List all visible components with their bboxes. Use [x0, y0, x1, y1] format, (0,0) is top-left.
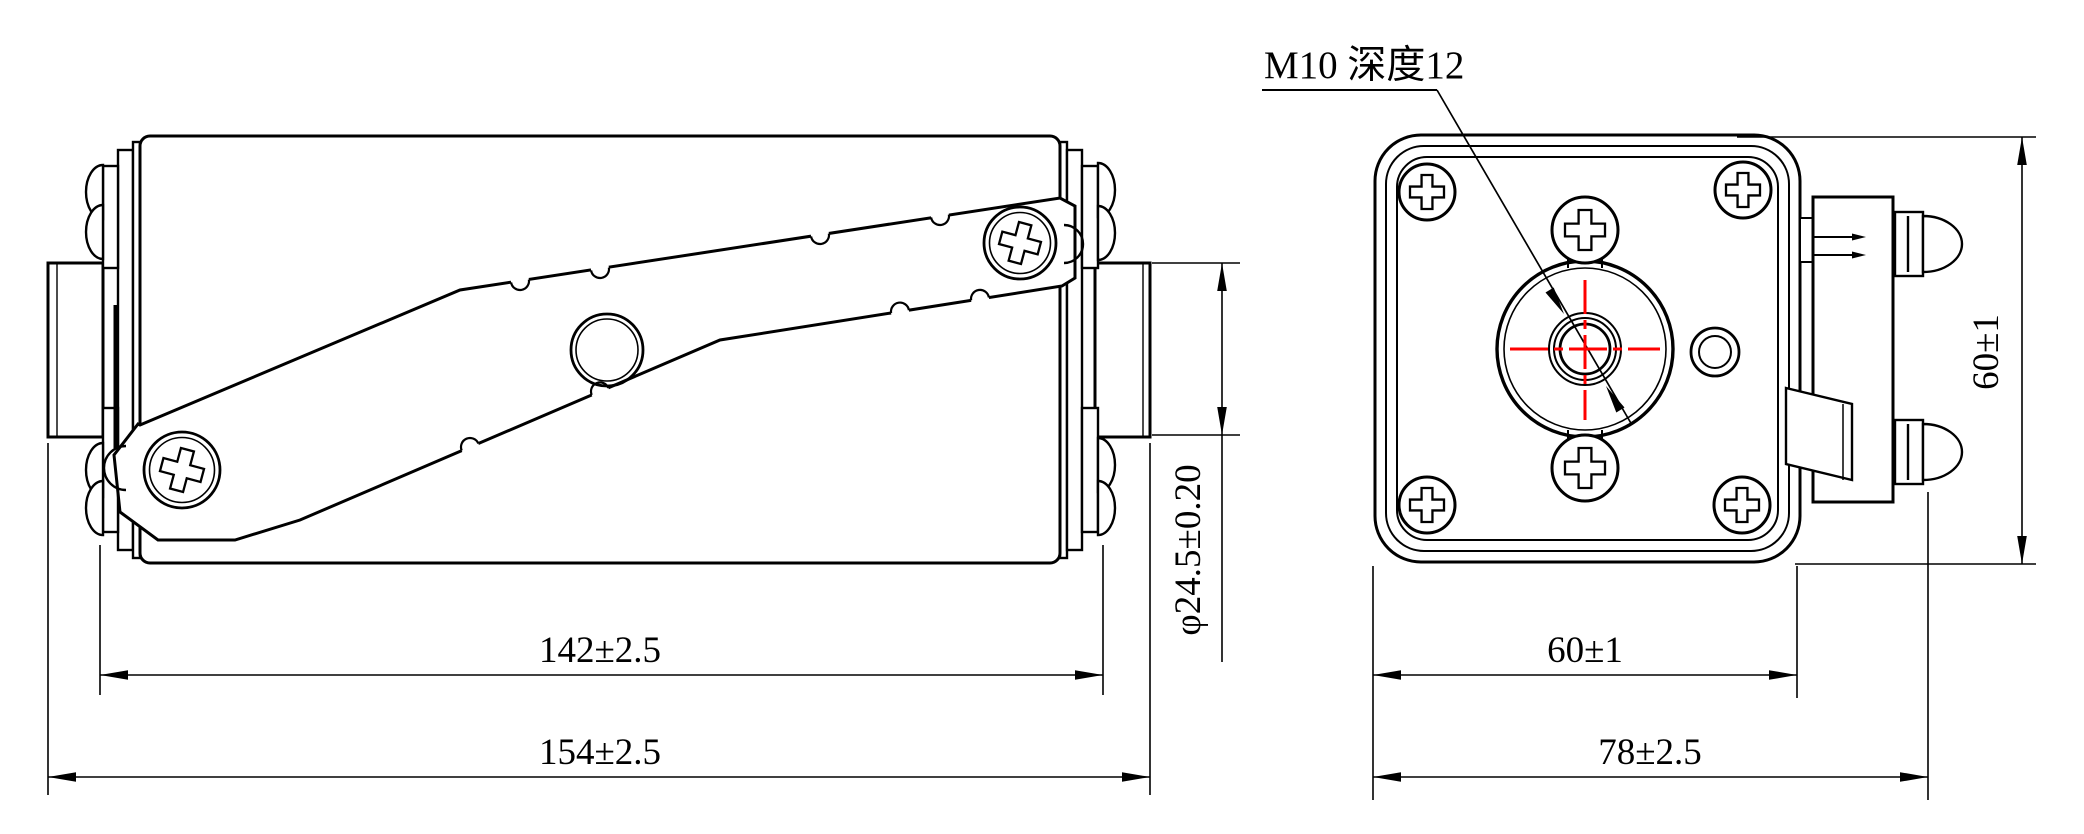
dim-overall-width-text: 78±2.5	[1598, 732, 1702, 773]
terminal-screws-left-icon	[84, 163, 105, 537]
terminal-screws-right-icon	[1096, 161, 1117, 537]
front-view	[1262, 89, 1964, 564]
shaft-boss-left-icon	[46, 261, 105, 439]
terminal-block	[1784, 195, 1964, 504]
dim-lever-span-text: 142±2.5	[539, 630, 661, 671]
dimension-body-height	[1737, 136, 2036, 565]
thread-leader	[1262, 89, 1633, 426]
side-view	[46, 134, 1152, 565]
dimension-shaft-diameter	[1152, 262, 1240, 662]
dim-body-height-text: 60±1	[1966, 314, 2007, 390]
lever-arm	[102, 198, 1085, 542]
lever-end-screw-icon	[984, 207, 1085, 279]
dim-body-width-text: 60±1	[1547, 630, 1623, 671]
thread-callout-text: M10 深度12	[1264, 44, 1464, 87]
middle-screws-icon	[1552, 197, 1618, 501]
terminal-screw-bottom-icon	[1893, 418, 1964, 486]
side-hole-icon	[1689, 326, 1741, 378]
pivot-screw-icon	[102, 432, 220, 508]
dimension-overall-width	[1373, 492, 1929, 800]
corner-screws-icon	[1399, 162, 1771, 533]
break-marks	[459, 209, 990, 456]
lever-hole-icon	[569, 312, 645, 388]
dimension-body-width	[1372, 566, 1798, 800]
shaft-boss-right-icon	[1093, 261, 1152, 439]
dimension-lever-span	[99, 545, 1104, 695]
dim-shaft-diameter-text: φ24.5±0.20	[1168, 464, 1209, 635]
dimension-overall-length	[47, 443, 1151, 795]
terminal-screw-top-icon	[1893, 210, 1964, 278]
lever-bracket-icon	[1784, 386, 1854, 482]
centerlines	[1510, 280, 1660, 420]
dim-overall-length-text: 154±2.5	[539, 732, 661, 773]
